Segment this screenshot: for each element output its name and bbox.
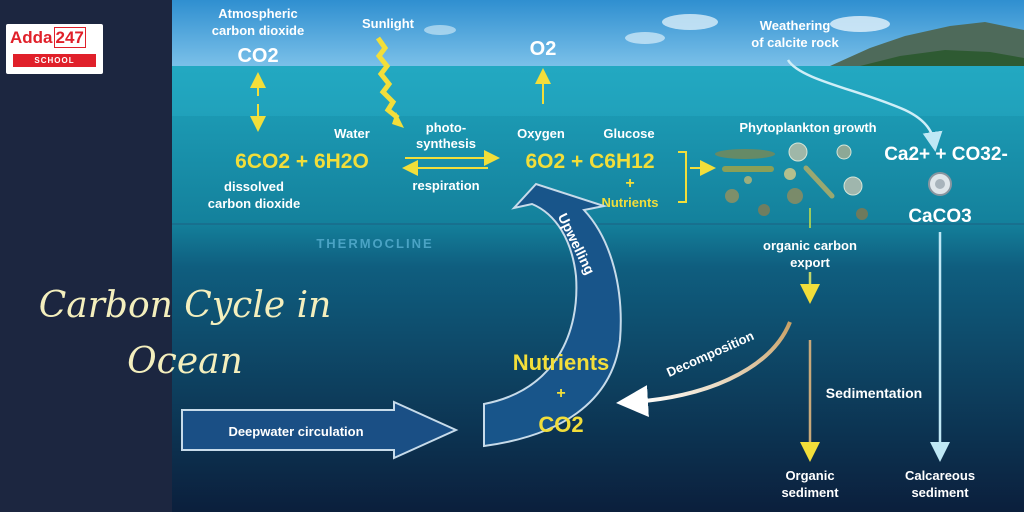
plankton-cell: [843, 176, 863, 196]
weathering-label-2: of calcite rock: [751, 35, 839, 50]
water-label: Water: [334, 126, 370, 141]
cloud: [830, 16, 890, 32]
photosynthesis-label: photo-: [426, 120, 466, 135]
decomposition-arrow: [616, 321, 792, 418]
weathering-arrow: [786, 59, 943, 152]
plankton-cell: [784, 168, 796, 180]
oxygen-released-label: O2: [530, 38, 557, 60]
plankton-cell: [836, 144, 852, 160]
upwelling-arrow: [483, 182, 622, 448]
island-trees: [860, 50, 1024, 70]
organic-sediment-label: Organic: [785, 468, 834, 483]
co2-deep-label: CO2: [538, 412, 583, 437]
deepwater-arrow: [181, 400, 459, 460]
sunlight-ray: [375, 36, 400, 120]
equation-bracket: [678, 151, 687, 203]
sunlight-ray-tip: [392, 112, 404, 128]
equation-reactants: 6CO2 + 6H2O: [235, 150, 369, 173]
logo-number: 247: [53, 27, 86, 48]
atmospheric-label: Atmospheric: [218, 6, 297, 21]
deepwater-label: Deepwater circulation: [228, 424, 363, 439]
oxygen-label: Oxygen: [517, 126, 565, 141]
atmospheric-label-2: carbon dioxide: [212, 23, 304, 38]
plankton-cell: [715, 149, 775, 159]
organic-export-label-2: export: [790, 255, 830, 270]
plankton-cell: [788, 142, 808, 162]
weathering-label: Weathering: [760, 18, 831, 33]
plankton-cell: [787, 188, 803, 204]
logo-brand-text: Adda: [10, 28, 53, 47]
organic-sediment-label-2: sediment: [781, 485, 839, 500]
surface-layer: [172, 66, 1024, 116]
page-title: Carbon Cycle in Ocean: [38, 285, 332, 382]
logo-tag: SCHOOL: [13, 54, 96, 67]
respiration-label: respiration: [412, 178, 479, 193]
equation-nutrients: Nutrients: [601, 195, 658, 210]
sedimentation-label: Sedimentation: [826, 385, 922, 401]
glucose-label: Glucose: [603, 126, 654, 141]
calcium-carbonate-ions: Ca2+ + CO32-: [884, 144, 1008, 165]
caco3-label: CaCO3: [908, 206, 971, 227]
equation-products: 6O2 + C6H12: [526, 150, 655, 173]
cloud: [625, 32, 665, 44]
calcareous-sediment-label: Calcareous: [905, 468, 975, 483]
cloud: [662, 14, 718, 30]
calcite-particle-core: [935, 179, 945, 189]
cloud: [424, 25, 456, 35]
phytoplankton-label: Phytoplankton growth: [739, 120, 876, 135]
co2-atmosphere-label: CO2: [237, 45, 278, 67]
phytoplankton-cluster: [715, 142, 868, 220]
photosynthesis-label-2: synthesis: [416, 136, 476, 151]
plankton-cell: [803, 165, 835, 199]
nutrients-plus: +: [556, 385, 565, 402]
nutrients-label: Nutrients: [513, 350, 610, 375]
plankton-cell: [758, 204, 770, 216]
equation-plus: +: [625, 175, 634, 192]
sunlight-label: Sunlight: [362, 16, 415, 31]
plankton-cell: [722, 166, 774, 172]
organic-export-label: organic carbon: [763, 238, 857, 253]
plankton-cell: [744, 176, 752, 184]
calcareous-sediment-label-2: sediment: [911, 485, 969, 500]
thermocline-label: THERMOCLINE: [316, 236, 433, 251]
plankton-cell: [725, 189, 739, 203]
plankton-cell: [856, 208, 868, 220]
dissolved-co2-label: dissolved: [224, 179, 284, 194]
dissolved-co2-label-2: carbon dioxide: [208, 196, 300, 211]
